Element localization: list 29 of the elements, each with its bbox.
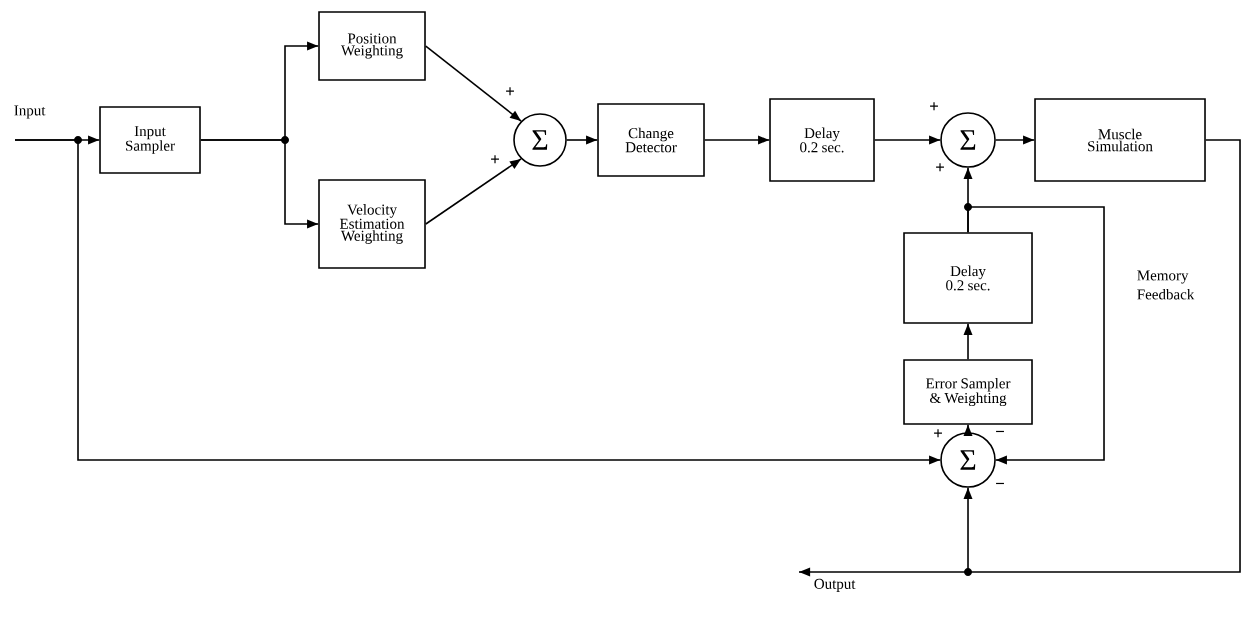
arrow [995, 135, 1035, 145]
arrow [874, 135, 941, 145]
block-box: Error Sampler & Weighting [903, 359, 1033, 425]
block-box: Velocity Estimation Weighting [318, 179, 426, 269]
sign-label: + [934, 429, 942, 438]
arrow [200, 139, 319, 229]
text-label: Memory Feedback [1137, 270, 1195, 300]
arrow [425, 45, 522, 122]
text-label: Input [14, 105, 46, 119]
block-box: Delay 0.2 sec. [903, 232, 1033, 324]
arrow [425, 158, 522, 225]
arrow [566, 135, 598, 145]
block-box: Position Weighting [318, 11, 426, 81]
block-box: Muscle Simulation [1034, 98, 1206, 182]
arrow [14, 139, 941, 465]
arrow [967, 206, 1105, 465]
sign-label: − [996, 430, 1004, 433]
arrow [963, 424, 973, 436]
arrow [963, 323, 973, 360]
block-box: Change Detector [597, 103, 705, 177]
sign-label: − [996, 482, 1004, 485]
sign-label: + [930, 102, 938, 111]
sign-label: + [491, 155, 499, 164]
summing-junction: Σ [513, 113, 567, 167]
sign-label: + [506, 87, 514, 96]
block-box: Input Sampler [99, 106, 201, 174]
arrow [704, 135, 770, 145]
block-box: Delay 0.2 sec. [769, 98, 875, 182]
text-label: Output [814, 578, 856, 592]
